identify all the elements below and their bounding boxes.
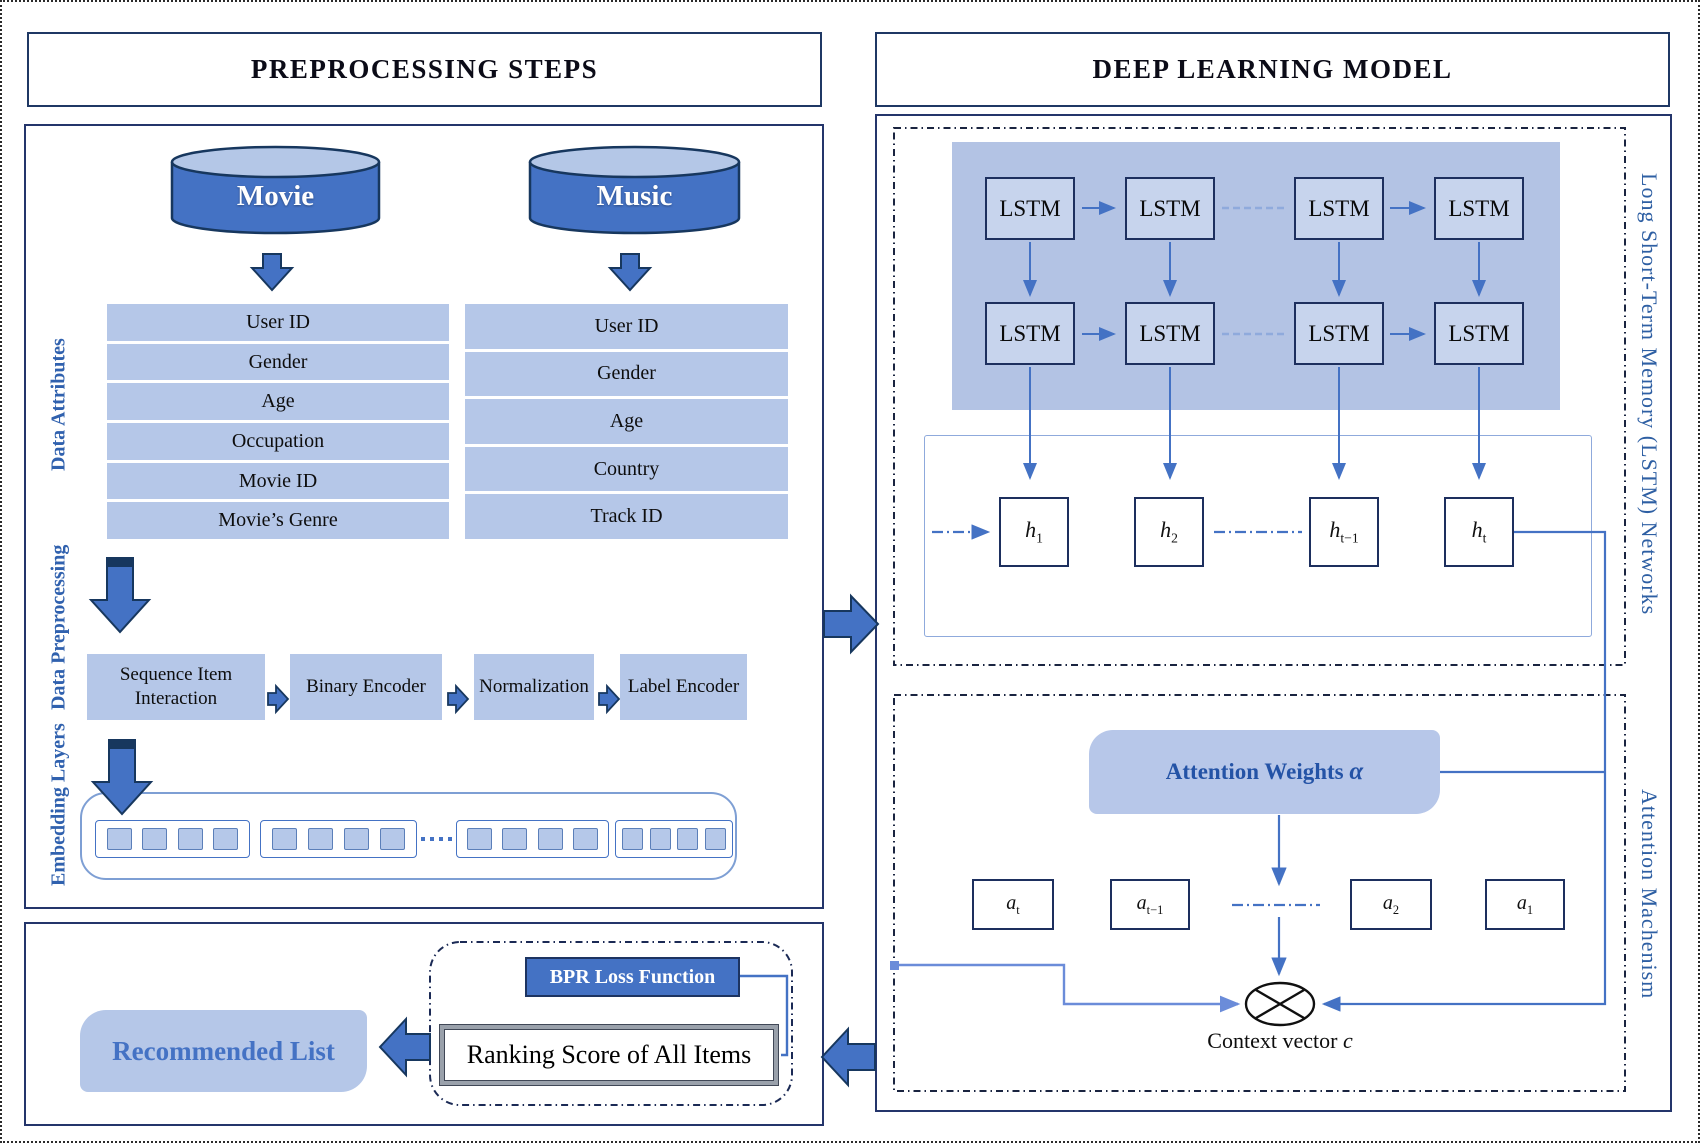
music-attribute-table: User ID Gender Age Country Track ID [465,304,788,539]
preprocessing-title: PREPROCESSING STEPS [27,32,822,107]
table-row: User ID [465,304,788,349]
table-row: Occupation [107,423,449,460]
h-label: h [1471,517,1483,543]
table-row: User ID [107,304,449,341]
embedding-vector [615,820,733,858]
embedding-cell [308,828,333,850]
hidden-state-box: ht−1 [1309,497,1379,567]
embedding-vector [95,820,250,858]
h-label: h [1329,517,1341,543]
table-row: Movie ID [107,462,449,500]
context-vector-label: Context vector c [1207,1028,1353,1053]
embedding-cell [649,828,671,850]
ranking-score-box: Ranking Score of All Items [439,1024,779,1086]
table-row: Movie’s Genre [107,502,449,540]
lstm-cell: LSTM [985,177,1075,240]
preprocessing-title-text: PREPROCESSING STEPS [250,54,599,84]
table-row: Age [107,383,449,421]
lstm-cell: LSTM [1294,302,1384,365]
attention-mechanism-label: Attention Machenism [1637,788,1662,1000]
panel-right-arrow-icon [823,593,880,655]
h-label: h [1160,517,1172,543]
embedding-cell [572,828,598,850]
embedding-cell [142,828,168,850]
embedding-cell [467,828,493,850]
lstm-networks-label: Long Short-Term Memory (LSTM) Networks [1637,172,1662,616]
attention-unit-box: a1 [1485,879,1565,930]
embedding-vector [260,820,417,858]
attention-weights-box: Attention Weights α [1089,730,1440,814]
table-row: Country [465,446,788,492]
table-row: Gender [107,343,449,381]
model-output-left-arrow-icon [820,1026,876,1088]
embedding-cell [622,828,644,850]
table-row: Track ID [465,494,788,539]
attention-weights-text: Attention Weights α [1165,758,1364,785]
embedding-cell [380,828,405,850]
embedding-cell [272,828,297,850]
lstm-cell: LSTM [1125,177,1215,240]
embedding-cell [677,828,699,850]
step-label-encoder: Label Encoder [620,654,747,720]
lstm-cell: LSTM [1125,302,1215,365]
embedding-cell [213,828,239,850]
attention-unit-box: at−1 [1110,879,1190,930]
lstm-cell: LSTM [1434,177,1524,240]
attention-unit-box: a2 [1350,879,1432,930]
music-db-label: Music [596,180,673,212]
hidden-state-box: h1 [999,497,1069,567]
deep-learning-title-text: DEEP LEARNING MODEL [1092,54,1453,84]
table-row: Gender [465,351,788,397]
hidden-state-box: h2 [1134,497,1204,567]
lstm-cell: LSTM [1294,177,1384,240]
hidden-state-box: ht [1444,497,1514,567]
step-sequence-item-interaction: Sequence Item Interaction [87,654,265,720]
recommended-list-box: Recommended List [80,1010,367,1092]
table-row: Age [465,399,788,444]
step-binary-encoder: Binary Encoder [290,654,442,720]
movie-attribute-table: User ID Gender Age Occupation Movie ID M… [107,304,449,540]
lstm-cell: LSTM [1434,302,1524,365]
attention-unit-box: at [972,879,1054,930]
embedding-cell [704,828,726,850]
embedding-cell [177,828,203,850]
bpr-loss-box: BPR Loss Function [525,957,740,997]
step-normalization: Normalization [474,654,594,720]
h-sub: 2 [1171,530,1178,546]
h-sub: 1 [1036,530,1043,546]
movie-db-label: Movie [236,180,315,212]
embedding-cell [106,828,132,850]
embedding-cell [344,828,369,850]
embedding-cell [502,828,528,850]
embedding-cell [537,828,563,850]
data-attributes-label: Data Attributes [47,338,70,471]
embedding-vector [456,820,609,858]
h-label: h [1025,517,1037,543]
embedding-layers-label: Embedding Layers [47,723,70,886]
deep-learning-title: DEEP LEARNING MODEL [875,32,1670,107]
h-sub: t [1482,530,1487,546]
h-sub: t−1 [1340,530,1359,546]
lstm-cell: LSTM [985,302,1075,365]
